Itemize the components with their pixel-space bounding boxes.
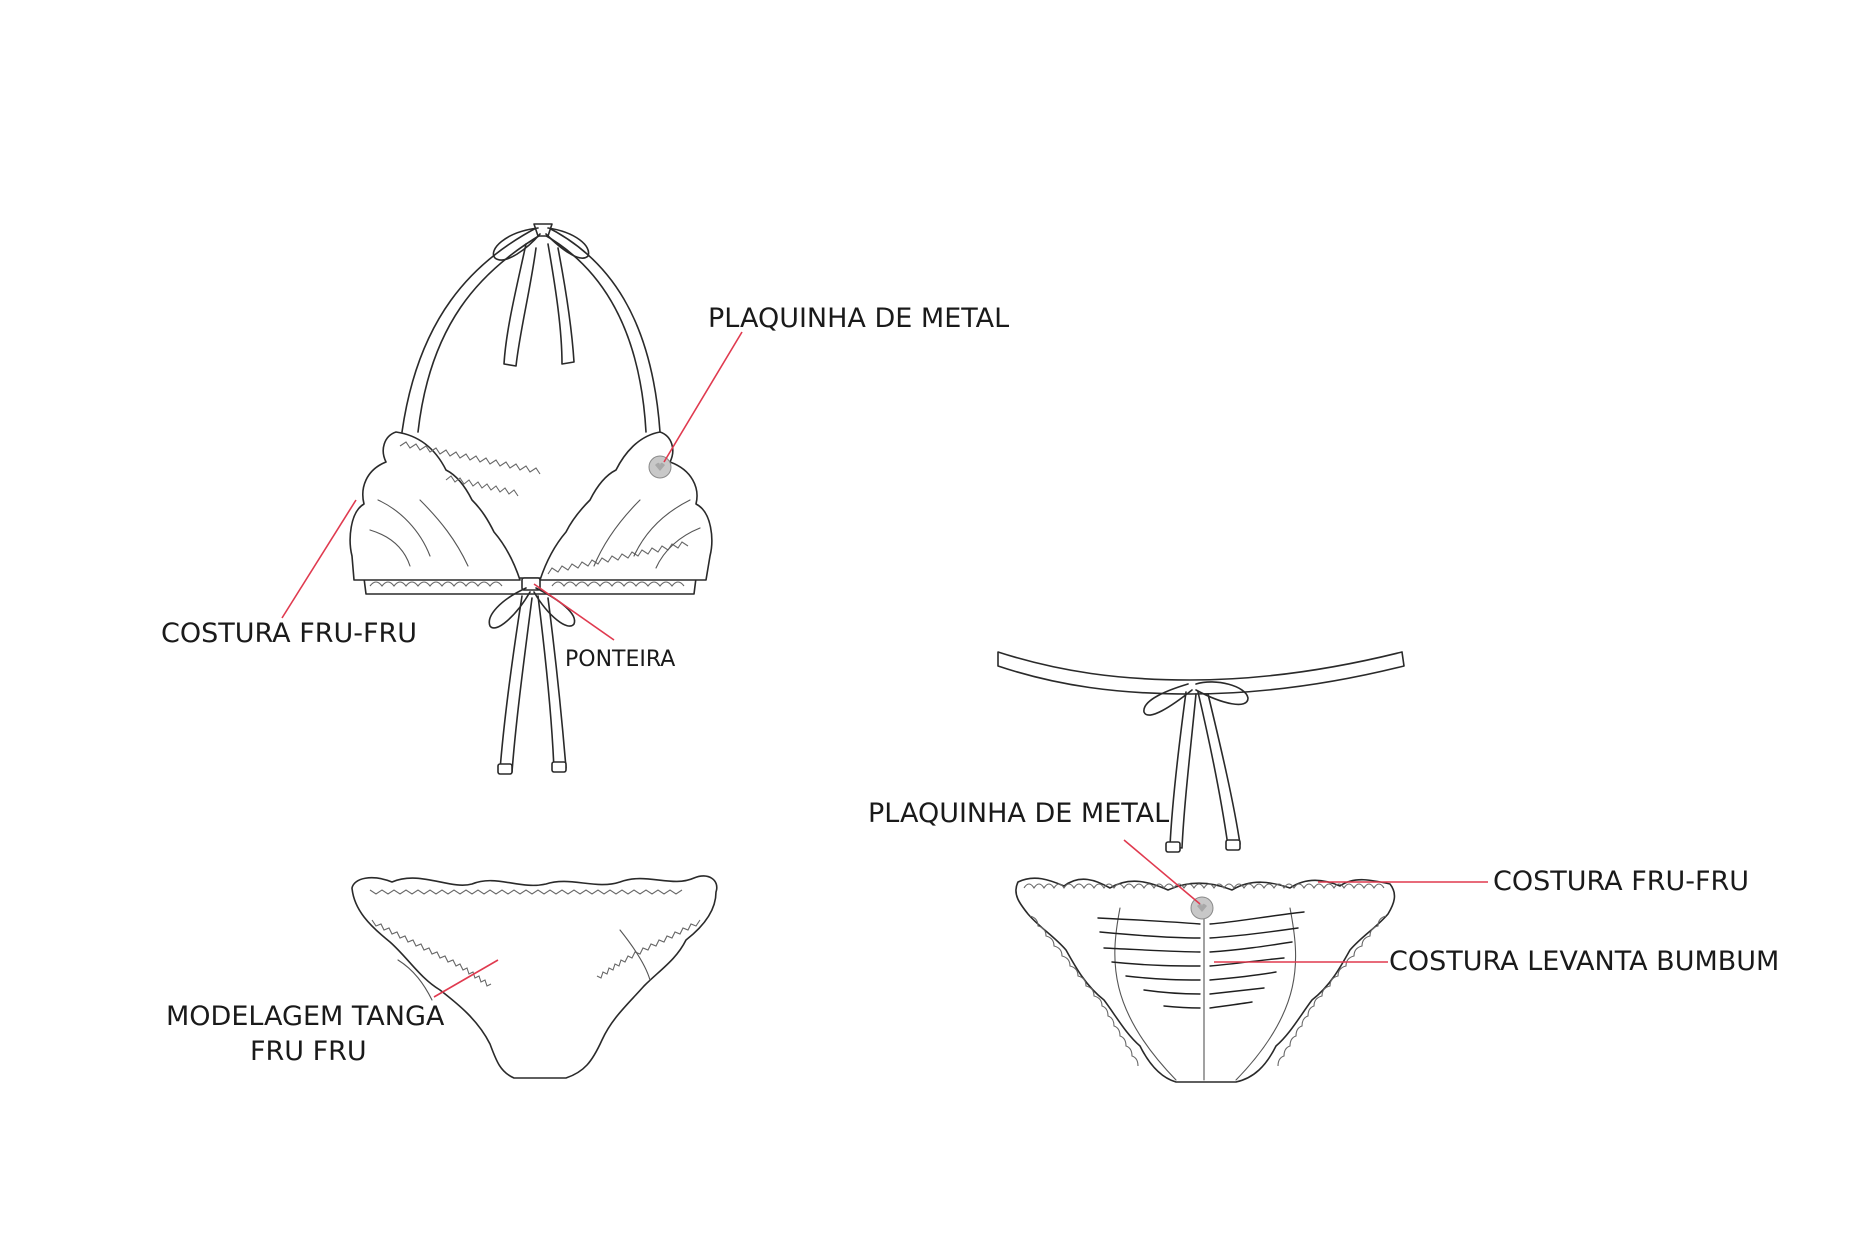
back-panel-seams — [1114, 907, 1297, 1081]
label-front-model-2: FRU FRU — [250, 1036, 367, 1067]
back-tail-tip-left — [1165, 841, 1181, 853]
bottom-front-body — [351, 875, 718, 1079]
bikini-bottom-front-drawing — [351, 875, 718, 1079]
center-tail-tip-right — [551, 761, 567, 773]
bikini-bottom-back-drawing — [997, 651, 1405, 1083]
left-cup-frufru-seam — [399, 441, 541, 475]
center-tail-tip-left — [497, 763, 513, 775]
back-tail-right — [1197, 691, 1241, 847]
neck-strap-left-inner — [417, 233, 543, 433]
left-cup-gathers — [369, 499, 469, 567]
right-cup-frufru-seam — [547, 541, 689, 575]
neck-loop-left — [492, 227, 541, 261]
bottom-back-body — [1015, 877, 1396, 1083]
label-back-plate: PLAQUINHA DE METAL — [868, 798, 1169, 829]
left-cup — [349, 431, 521, 581]
back-leg-frufru-left — [1029, 915, 1139, 1067]
label-back-seam: COSTURA FRU-FRU — [1493, 866, 1749, 897]
bottom-front-waist-seam — [369, 889, 683, 895]
bottom-front-leg-seam-left — [371, 919, 492, 987]
label-top-tip: PONTEIRA — [565, 647, 675, 672]
neck-strap-left — [401, 225, 541, 433]
center-ponteira — [521, 577, 541, 591]
neck-tail-left — [503, 243, 537, 367]
back-tail-left — [1169, 691, 1197, 849]
back-leg-frufru-right — [1277, 915, 1387, 1067]
label-back-lift: COSTURA LEVANTA BUMBUM — [1389, 946, 1779, 977]
center-bow-left — [488, 587, 531, 629]
neck-tail-right — [547, 243, 575, 365]
back-waist-tie — [997, 651, 1405, 695]
back-tail-tip-right — [1225, 839, 1241, 851]
back-metal-plate-heart-icon — [1197, 903, 1207, 912]
neck-strap-right — [544, 225, 661, 433]
neck-strap-right-inner — [542, 233, 647, 433]
label-front-model-1: MODELAGEM TANGA — [166, 1001, 445, 1032]
under-band-ruffle — [369, 581, 685, 587]
bottom-front-seam-lines — [397, 929, 651, 1001]
left-cup-frufru-seam-lower — [445, 475, 519, 497]
bikini-top-drawing — [349, 223, 713, 775]
label-top-plate: PLAQUINHA DE METAL — [708, 303, 1009, 334]
right-cup — [539, 431, 713, 581]
back-waist-frufru — [1023, 883, 1385, 890]
right-cup-gathers — [593, 499, 701, 569]
bottom-front-leg-seam-right — [596, 919, 701, 979]
leader-top-plate — [663, 331, 743, 463]
leader-top-seam — [281, 499, 357, 619]
neck-loop-right — [545, 227, 590, 259]
top-metal-plate-heart-icon — [655, 462, 665, 471]
leader-back-plate — [1123, 839, 1201, 905]
neck-knot — [533, 223, 553, 237]
back-bow-left — [1143, 683, 1193, 716]
leader-front-model — [433, 959, 499, 998]
center-tail-right — [537, 595, 567, 771]
label-top-seam: COSTURA FRU-FRU — [161, 618, 417, 649]
leader-top-tip — [533, 583, 615, 641]
back-bow-right — [1195, 681, 1249, 706]
